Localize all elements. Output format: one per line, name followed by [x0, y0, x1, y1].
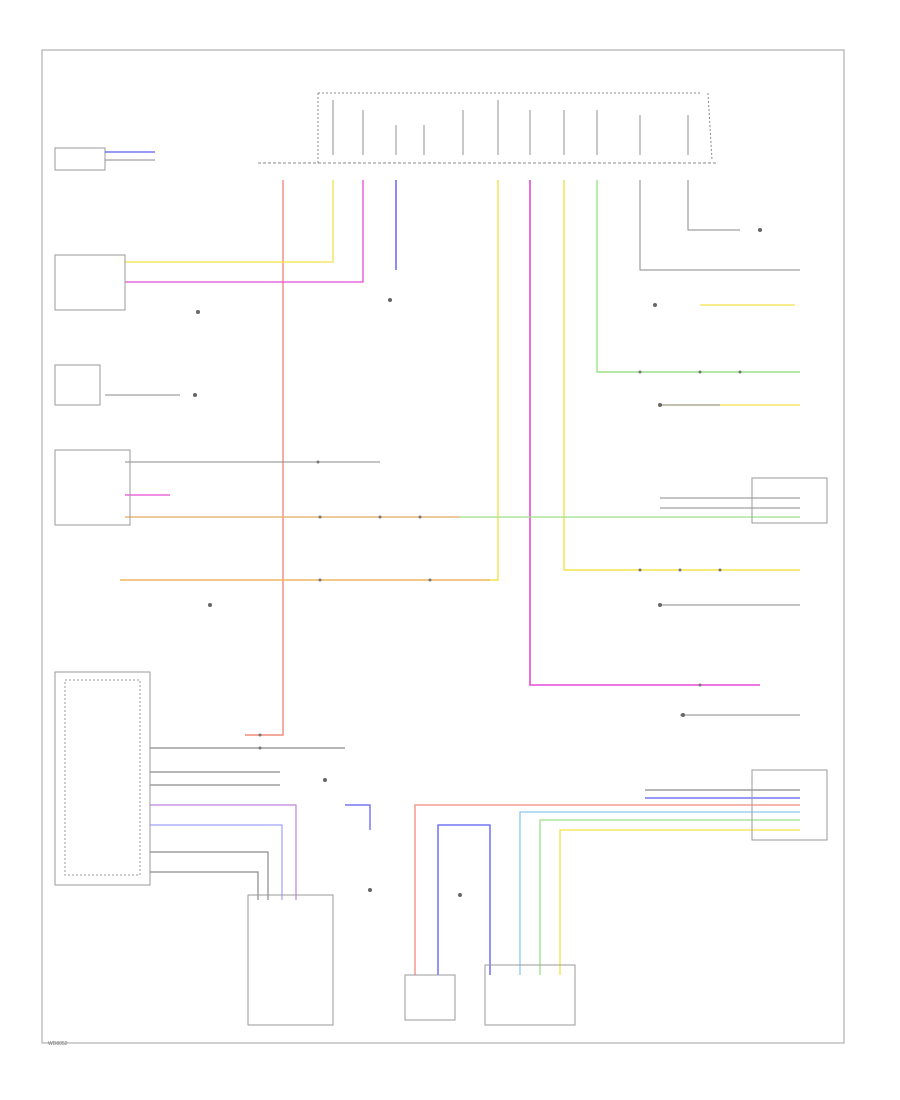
ground-symbols — [193, 228, 762, 897]
door-ajar-switch[interactable] — [54, 364, 101, 406]
wire-yellow-564 — [563, 180, 800, 571]
right-module-upper — [751, 477, 828, 524]
right-module-lower — [751, 769, 828, 841]
body-control-module — [258, 92, 718, 164]
multifunction-switch-inner — [64, 679, 141, 876]
wire-pink-363 — [125, 180, 364, 283]
wire-green-597 — [596, 180, 800, 373]
wire-gray-688 — [687, 180, 740, 231]
wire-red-main — [245, 180, 284, 736]
lower-module-left — [404, 974, 456, 1021]
lock-unlock-switch[interactable] — [54, 449, 131, 526]
diagram-frame — [41, 49, 845, 1044]
wire-yellow-333 — [125, 180, 334, 263]
lower-module-right — [484, 964, 576, 1026]
multifunction-switch — [54, 671, 151, 886]
splice-dots — [258, 370, 742, 750]
wire-gray-640 — [639, 180, 800, 271]
headlamp-switch — [247, 894, 334, 1026]
driver-lock-switch[interactable] — [54, 254, 126, 311]
wire-yellow-498 — [120, 180, 499, 581]
bcm-pins — [332, 100, 689, 155]
figure-id: WD8052 — [48, 1041, 68, 1047]
wire-pink-530 — [529, 180, 760, 686]
top-left-module — [54, 147, 106, 171]
mfs-outputs — [150, 747, 371, 900]
lower-harness — [414, 789, 800, 975]
